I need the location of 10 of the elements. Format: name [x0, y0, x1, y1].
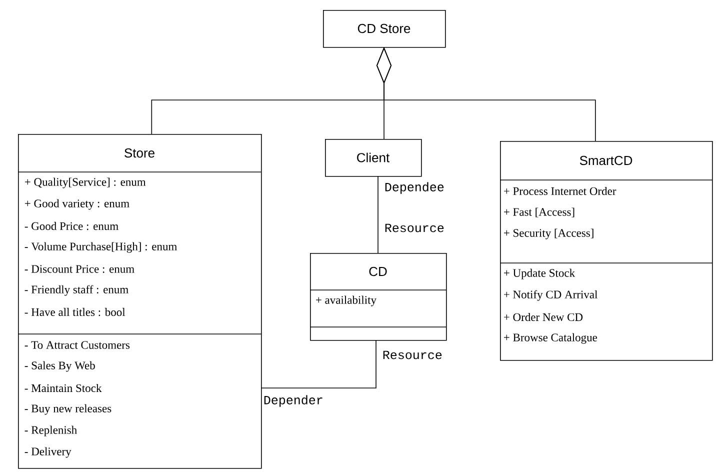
class-box: Client	[325, 139, 422, 177]
class-box: SmartCD + Process Internet Order + Fast [Access] + Security [Access] + Update Stock + Notify CD Arrival + Order New CD + Browse Catalogue	[500, 141, 713, 361]
class-box: CD Store	[323, 10, 446, 48]
class-box: Store + Quality[Service] : enum + Good variety : enum - Good Price : enum - Volume Purchase[High] : enum - Discount Price : enum - Friendly staff : enum - Have all titles : bool - To Attract Customers - Sales By Web - Maintain Stock - Buy new releases - Replenish - Delivery	[18, 134, 262, 469]
class-box: CD + availability	[310, 253, 447, 341]
role-label: Resource	[383, 222, 446, 234]
role-label: Depender	[262, 394, 324, 408]
association-line	[260, 340, 376, 388]
role-label: Resource	[381, 350, 444, 360]
role-label: Dependee	[383, 181, 446, 195]
